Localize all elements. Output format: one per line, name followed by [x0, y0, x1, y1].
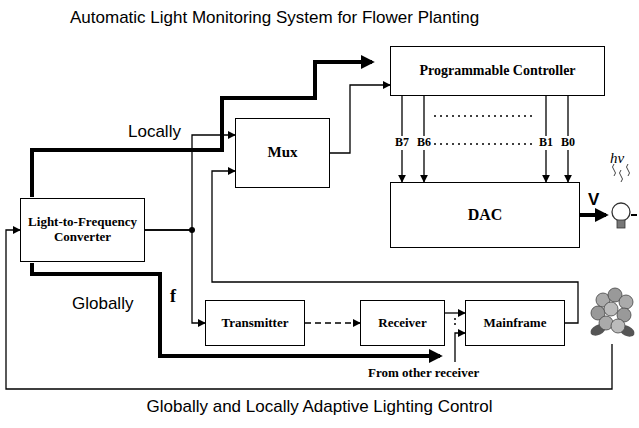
- flower-illustration: [589, 288, 637, 339]
- box-label: Mux: [268, 144, 298, 161]
- voltage-arrow: [580, 213, 606, 217]
- signal-label: B0: [560, 136, 576, 150]
- process-box: Mux: [235, 118, 330, 188]
- diagram-caption: Globally and Locally Adaptive Lighting C…: [0, 397, 639, 417]
- signal-label: From other receiver: [368, 366, 479, 381]
- process-box: Mainframe: [465, 300, 565, 346]
- box-label: Programmable Controller: [419, 63, 575, 79]
- box-label: Mainframe: [484, 316, 547, 331]
- other-receiver-arrow: [455, 333, 465, 362]
- signal-label: hv: [610, 150, 624, 167]
- signal-label: Locally: [128, 122, 181, 142]
- box-label: Transmitter: [222, 316, 289, 331]
- box-label: Receiver: [378, 316, 426, 331]
- process-box: DAC: [390, 182, 580, 248]
- diagram-title: Automatic Light Monitoring System for Fl…: [70, 8, 479, 28]
- signal-label: B7: [394, 136, 410, 150]
- signal-label: f: [170, 286, 176, 307]
- dotted-ellipsis: [434, 115, 536, 117]
- signal-label: V: [588, 190, 599, 210]
- signal-connector: [145, 135, 235, 230]
- local-path-arrow: [32, 62, 372, 197]
- signal-connector: [445, 312, 465, 313]
- dotted-ellipsis: [454, 318, 456, 328]
- light-bulb: [612, 164, 637, 228]
- signal-connector: [305, 322, 360, 323]
- process-box: Light-to-Frequency Converter: [20, 198, 145, 262]
- signal-label: B1: [538, 136, 554, 150]
- dotted-ellipsis: [434, 143, 536, 145]
- signal-label: Globally: [72, 294, 133, 314]
- signal-label: B6: [416, 136, 432, 150]
- process-box: Transmitter: [205, 300, 305, 346]
- box-label: DAC: [468, 206, 503, 224]
- process-box: Programmable Controller: [390, 46, 605, 96]
- signal-connector: [145, 230, 205, 323]
- box-label: Light-to-Frequency Converter: [25, 215, 140, 245]
- signal-connector: [330, 85, 390, 153]
- process-box: Receiver: [360, 300, 445, 346]
